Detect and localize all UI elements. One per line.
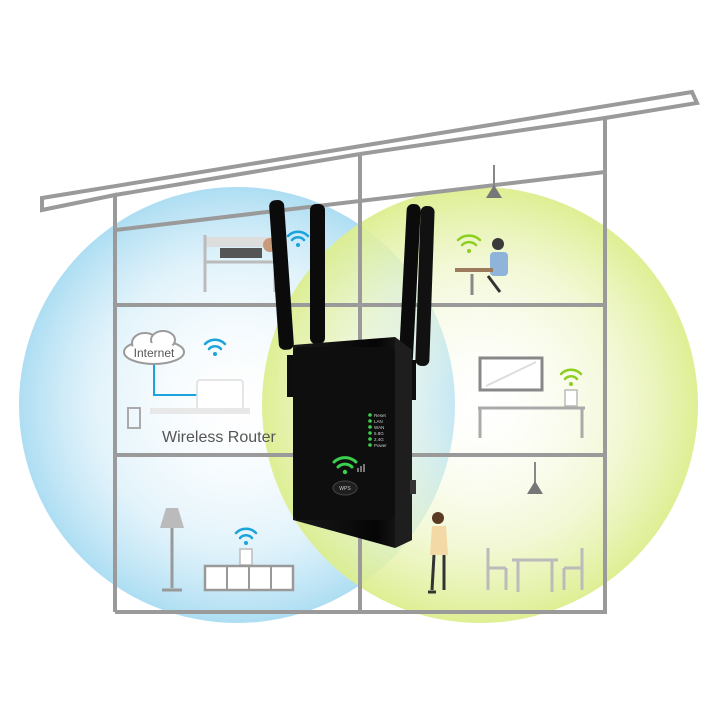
led-label: LAN [374, 419, 383, 424]
ceiling-lamp [527, 462, 543, 494]
antenna [269, 200, 294, 350]
status-led-panel: Reset LAN WAN 5.8G 2.4G Power [368, 413, 387, 448]
desk [478, 389, 585, 438]
antenna [415, 206, 435, 366]
wifi-icon [203, 338, 227, 356]
floor-lamp-icon [160, 508, 184, 592]
antenna [398, 204, 421, 364]
antenna [310, 204, 325, 344]
led-label: Power [374, 443, 387, 448]
wifi-extender-device [269, 200, 435, 548]
signal-bars-icon [357, 464, 365, 472]
tv-icon [478, 356, 544, 392]
person-with-phone-icon [428, 512, 448, 594]
internet-cable [153, 365, 205, 396]
wps-button-label: WPS [339, 486, 351, 492]
ceiling-lamp [486, 165, 502, 198]
wifi-icon [234, 527, 258, 545]
cabinet [203, 548, 295, 592]
led-label: 5.8G [374, 431, 384, 436]
cloud-icon [123, 330, 185, 365]
internet-label: Internet [134, 346, 175, 360]
led-label: 2.4G [374, 437, 384, 442]
wifi-icon [559, 368, 583, 386]
led-label: Reset [374, 413, 387, 418]
wifi-icon [456, 234, 482, 253]
wireless-router-device [127, 379, 250, 429]
person-at-desk-icon [455, 238, 508, 295]
wireless-router-label: Wireless Router [162, 429, 276, 446]
wps-button[interactable]: WPS [332, 480, 358, 496]
led-label: WAN [374, 425, 384, 430]
dining-set [486, 548, 584, 592]
wifi-icon [286, 230, 310, 247]
wifi-icon [332, 456, 358, 475]
